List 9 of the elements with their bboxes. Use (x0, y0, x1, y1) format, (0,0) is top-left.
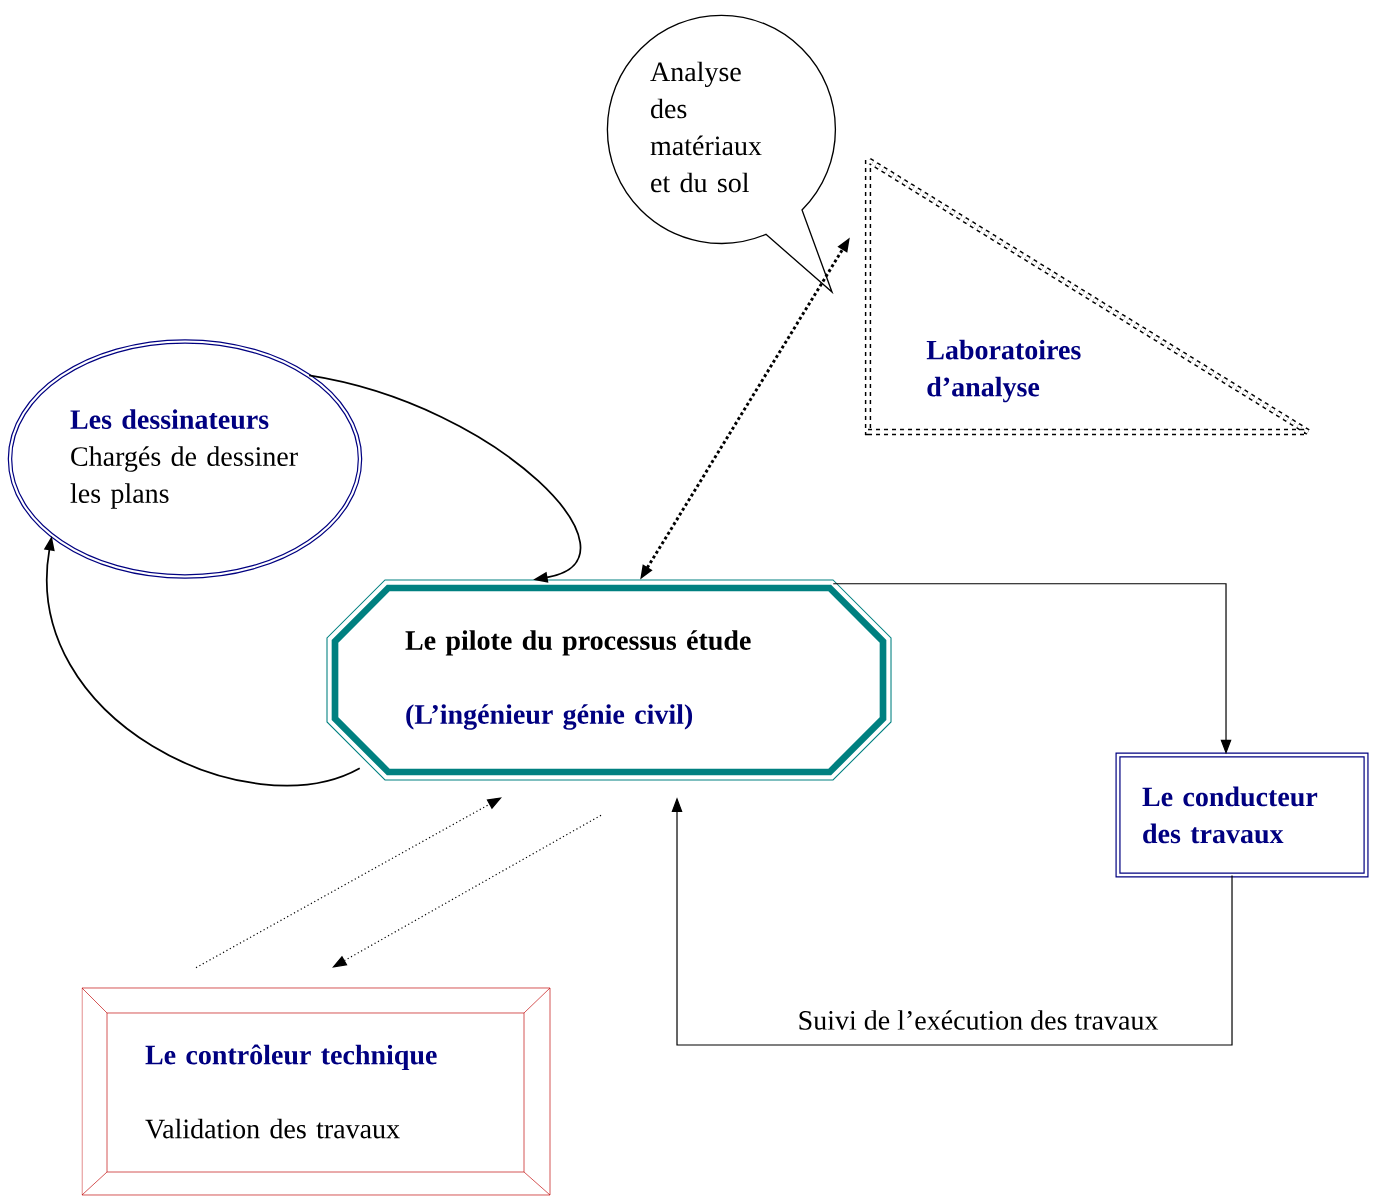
dotted-arrow (332, 814, 602, 968)
framed-box: Le contrôleur technique Validation des travaux (81, 987, 551, 1196)
edge-label: Suivi de l’exécution des travaux (796, 1008, 1160, 1032)
speech-bubble: Analyse des matériaux et du sol (606, 14, 837, 293)
process-box: Le conducteur des travaux (1115, 752, 1369, 878)
curved-arrow (308, 374, 581, 583)
ellipse-node: Les dessinateurs Chargés de dessiner les plans (7, 339, 363, 579)
dotted-arrow (195, 797, 502, 969)
octagon-box: Le pilote du processus étude (L’ingénieur génie civil) (326, 579, 892, 781)
